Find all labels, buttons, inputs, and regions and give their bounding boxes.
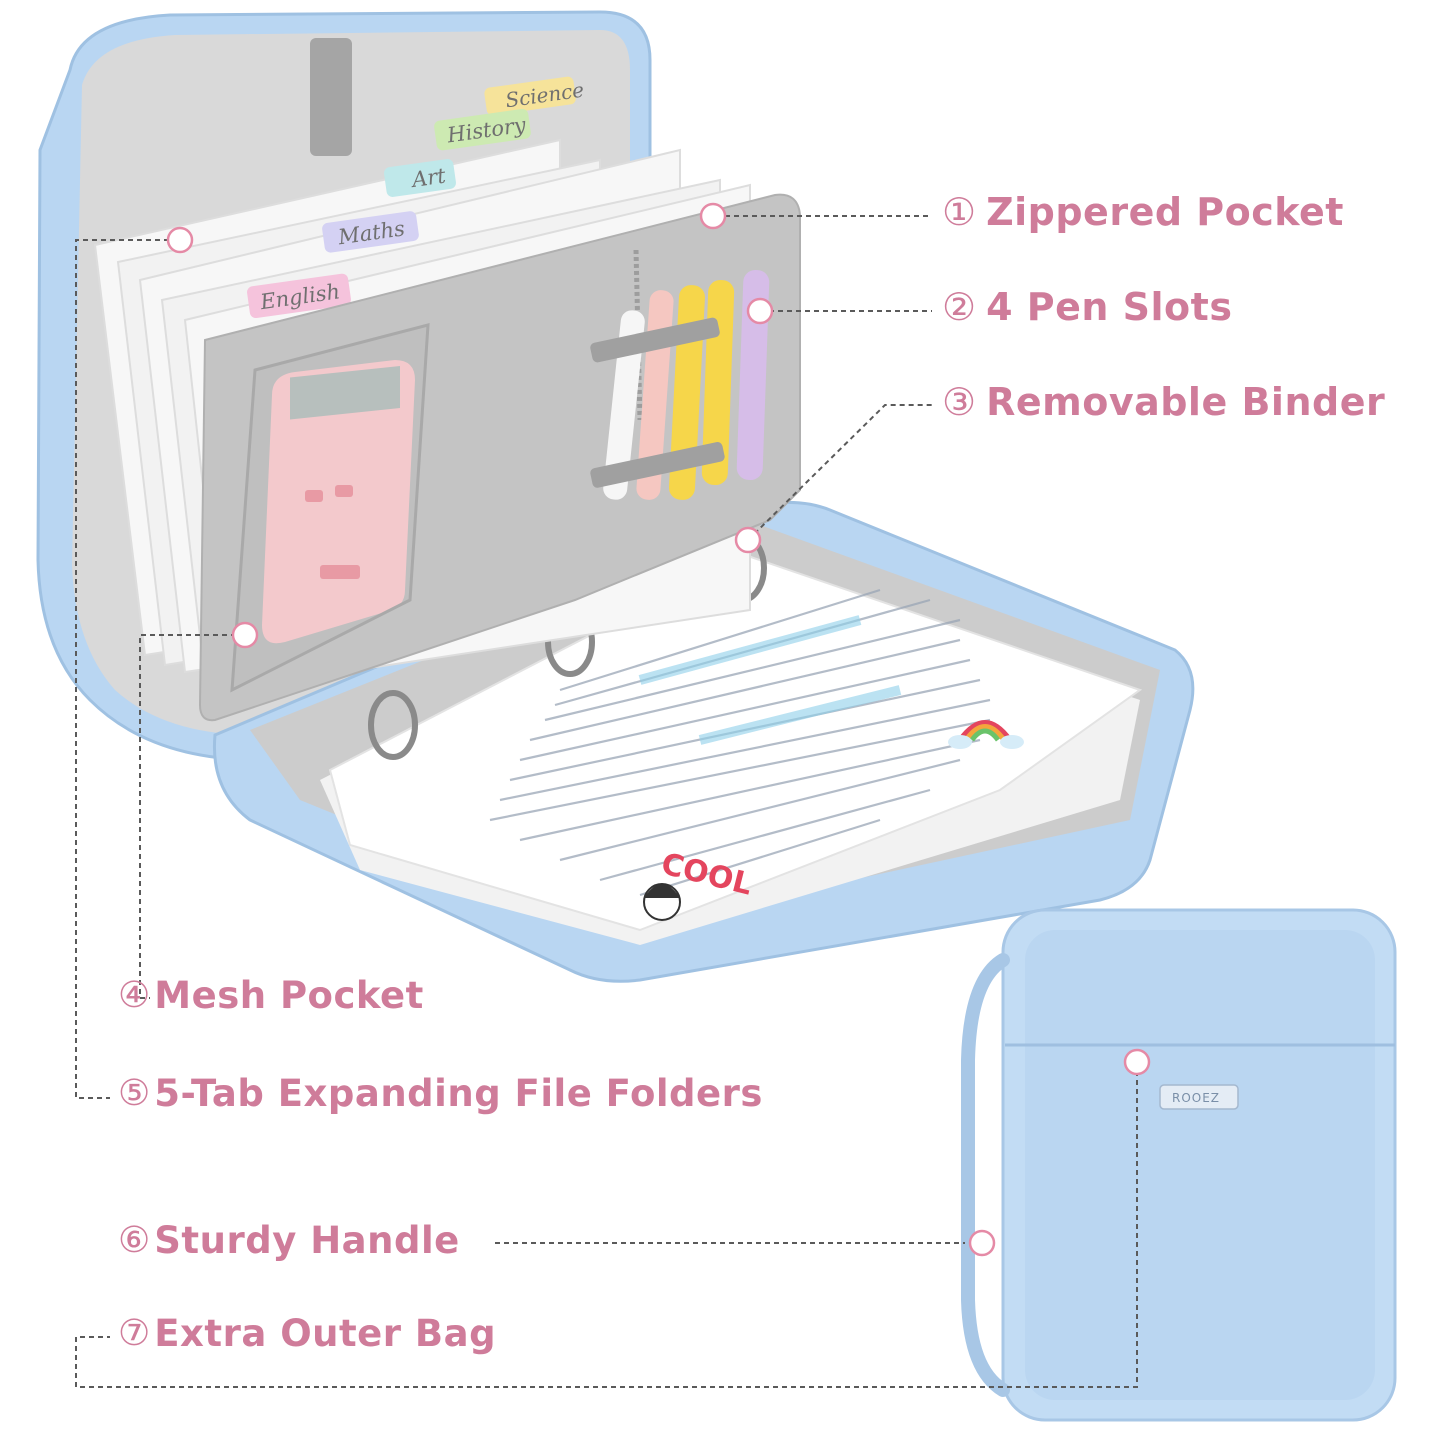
callout-zippered-pocket: ① Zippered Pocket [942, 190, 1344, 234]
callout-number: ④ [118, 975, 151, 1016]
callout-label: Removable Binder [986, 380, 1386, 424]
callout-number: ⑦ [118, 1313, 151, 1354]
callout-label: Mesh Pocket [154, 974, 424, 1017]
rainbow-doodle [948, 720, 1024, 749]
callout-number: ⑤ [118, 1073, 151, 1114]
side-handle [961, 953, 1010, 1397]
callout-mesh-pocket: ④ Mesh Pocket [118, 974, 424, 1017]
callout-label: Extra Outer Bag [154, 1312, 497, 1355]
callout-number: ⑥ [118, 1220, 151, 1261]
pens [590, 270, 770, 500]
callout-file-folders: ⑤ 5-Tab Expanding File Folders [118, 1072, 763, 1115]
callout-label: 5-Tab Expanding File Folders [154, 1072, 763, 1115]
callout-outer-bag: ⑦ Extra Outer Bag [118, 1312, 496, 1355]
marker-dots [166, 202, 1151, 1257]
callout-label: Zippered Pocket [986, 190, 1344, 234]
open-organizer-case: COOL Science History [36, 10, 1195, 983]
callout-leader-lines [75, 215, 1138, 1388]
brand-patch [1159, 1084, 1239, 1110]
svg-text:Art: Art [409, 163, 448, 192]
svg-text:ROOEZ: ROOEZ [1172, 1091, 1220, 1105]
callout-number: ② [942, 285, 977, 329]
outer-bag: ROOEZ [961, 908, 1397, 1422]
callout-sturdy-handle: ⑥ Sturdy Handle [118, 1219, 460, 1262]
mesh-pocket [230, 323, 430, 693]
callout-pen-slots: ② 4 Pen Slots [942, 285, 1232, 329]
callout-removable-binder: ③ Removable Binder [942, 380, 1385, 424]
callout-label: Sturdy Handle [154, 1219, 460, 1262]
callout-label: 4 Pen Slots [986, 285, 1233, 329]
callout-number: ③ [942, 380, 977, 424]
callout-number: ① [942, 190, 977, 234]
